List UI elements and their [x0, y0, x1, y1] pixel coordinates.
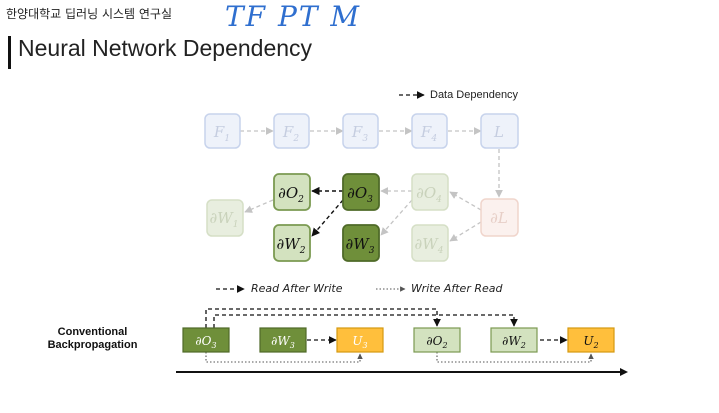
lab-name: 한양대학교 딥러닝 시스템 연구실	[6, 7, 173, 21]
timeline-label-line2: Backpropagation	[47, 339, 138, 351]
forward-node-F2: F2	[273, 113, 310, 149]
svg-text:∂O2: ∂O2	[426, 334, 447, 350]
svg-text:∂W3: ∂W3	[271, 334, 295, 350]
timeline-war-arrows	[205, 352, 594, 363]
node-dO2: ∂O2	[273, 173, 311, 211]
node-dO4: ∂O4	[411, 173, 449, 211]
svg-text:U3: U3	[352, 334, 367, 350]
active-dependency-arrows	[311, 186, 344, 237]
timeline-op-U2: U2	[567, 327, 615, 353]
node-dW1: ∂W1	[206, 199, 244, 237]
svg-text:F3: F3	[351, 123, 368, 144]
forward-node-F4: F4	[411, 113, 448, 149]
timeline-raw-arrows	[205, 308, 568, 344]
title-accent-bar	[8, 36, 11, 69]
timeline-op-dO2: ∂O2	[413, 327, 461, 353]
svg-text:∂W4: ∂W4	[415, 235, 444, 256]
node-dW3: ∂W3	[342, 224, 380, 262]
legend-data-dependency-label: Data Dependency	[430, 89, 519, 101]
svg-text:F4: F4	[420, 123, 437, 144]
svg-text:∂W1: ∂W1	[210, 209, 239, 230]
svg-text:∂W2: ∂W2	[277, 235, 306, 256]
timeline-label: Conventional Backpropagation	[30, 326, 155, 352]
svg-text:F1: F1	[213, 123, 230, 144]
timeline-op-U3: U3	[336, 327, 384, 353]
svg-text:∂O2: ∂O2	[278, 184, 304, 205]
svg-text:∂W3: ∂W3	[346, 235, 375, 256]
timeline-label-line1: Conventional	[57, 326, 128, 338]
legend-war-label: Write After Read	[411, 282, 503, 295]
timeline-op-dO3: ∂O3	[182, 327, 230, 353]
svg-text:U2: U2	[583, 334, 598, 350]
time-axis-arrowhead	[620, 368, 628, 376]
svg-text:∂O3: ∂O3	[347, 184, 373, 205]
node-dW2: ∂W2	[273, 224, 311, 262]
legend-raw-label: Read After Write	[251, 282, 343, 295]
timeline-op-dW2: ∂W2	[490, 327, 538, 353]
forward-node-F1: F1	[204, 113, 241, 149]
forward-node-L: L	[480, 113, 519, 149]
svg-text:∂W2: ∂W2	[502, 334, 526, 350]
svg-text:∂L: ∂L	[490, 209, 508, 227]
node-dL: ∂L	[480, 198, 519, 237]
forward-arrows	[240, 127, 503, 242]
svg-text:F2: F2	[282, 123, 299, 144]
svg-text:∂O3: ∂O3	[195, 334, 216, 350]
node-dW4: ∂W4	[411, 224, 449, 262]
handwritten-annotation: TF PT M	[225, 0, 362, 33]
forward-node-F3: F3	[342, 113, 379, 149]
slide-title: Neural Network Dependency	[18, 35, 313, 61]
node-dO3: ∂O3	[342, 173, 380, 211]
svg-text:∂O4: ∂O4	[416, 184, 442, 205]
svg-text:L: L	[493, 123, 504, 141]
timeline-op-dW3: ∂W3	[259, 327, 307, 353]
